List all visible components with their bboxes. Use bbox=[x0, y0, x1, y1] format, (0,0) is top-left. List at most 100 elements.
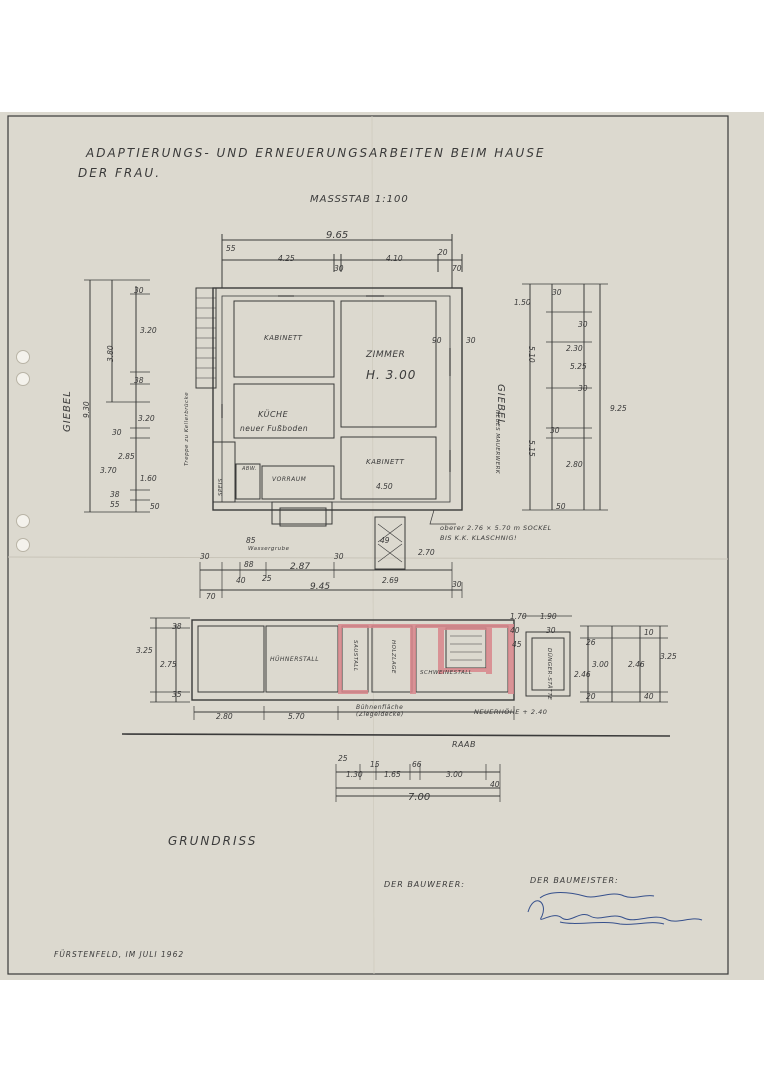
dim-right-525: 5.25 bbox=[570, 362, 587, 371]
giebel-left: GIEBEL bbox=[62, 390, 73, 432]
dim-bot-49: 49 bbox=[380, 536, 390, 545]
road-line bbox=[121, 733, 671, 737]
room-label-holzlage: HOLZLAGE bbox=[390, 640, 396, 674]
dim-left-320b: 3.20 bbox=[138, 414, 155, 423]
punch-hole bbox=[16, 372, 30, 386]
dim-left-320: 3.20 bbox=[140, 326, 157, 335]
room-speis bbox=[235, 463, 261, 500]
dim-right-30b: 30 bbox=[578, 320, 588, 329]
punch-hole bbox=[16, 538, 30, 552]
dim-bot-270: 2.70 bbox=[418, 548, 435, 557]
title-line-2: DER FRAU. bbox=[78, 166, 162, 180]
room-vorraum bbox=[261, 465, 335, 500]
entrance-note: Wassergrube bbox=[248, 546, 290, 552]
dim-top-right-a: 20 bbox=[438, 248, 448, 257]
dim-bot-945: 9.45 bbox=[310, 582, 331, 592]
dim-st-left-325: 3.25 bbox=[136, 646, 153, 655]
sockel-note-2: BIS K.K. KLASCHNIG! bbox=[440, 534, 518, 542]
dim-ll-700: 7.00 bbox=[408, 792, 431, 803]
dim-st-r-20: 20 bbox=[586, 692, 596, 701]
dim-ll-130: 1.30 bbox=[346, 770, 363, 779]
duengerstaette bbox=[525, 631, 571, 697]
dim-ll-40: 40 bbox=[490, 780, 500, 789]
dim-left-370: 3.70 bbox=[100, 466, 117, 475]
room-kabinett-1 bbox=[233, 300, 335, 378]
dim-st-r-325: 3.25 bbox=[660, 652, 677, 661]
dim-top-gap: 30 bbox=[334, 264, 344, 273]
dim-st-r-10: 10 bbox=[644, 628, 654, 637]
dim-left-upper: 3.80 bbox=[106, 345, 115, 362]
dim-ll-15: 15 bbox=[370, 760, 380, 769]
dim-st-r-26: 26 bbox=[586, 638, 596, 647]
dim-st-280: 2.80 bbox=[216, 712, 233, 721]
master-builder-label: DER BAUMEISTER: bbox=[530, 876, 619, 885]
scale-label: MASSSTAB 1:100 bbox=[310, 194, 409, 205]
dim-ll-66: 66 bbox=[412, 760, 422, 769]
dim-right-30c: 30 bbox=[578, 384, 588, 393]
dim-bot-70: 70 bbox=[206, 592, 216, 601]
kueche-note: neuer Fußboden bbox=[240, 424, 309, 433]
dim-bot-30b: 30 bbox=[334, 552, 344, 561]
dim-left-38: 38 bbox=[134, 376, 144, 385]
dim-right-150: 1.50 bbox=[514, 298, 531, 307]
left-stair-note: Treppe zu Kellerbrücke bbox=[184, 391, 190, 466]
signature-stamp bbox=[527, 892, 703, 925]
room-label-kabinett-2: KABINETT bbox=[366, 458, 405, 466]
room-label-duengerstaette: DÜNGER-STÄTTE bbox=[546, 648, 552, 701]
dim-left-38b: 38 bbox=[110, 490, 120, 499]
dim-bot-30c: 30 bbox=[452, 580, 462, 589]
room-label-huehnerstall: HÜHNERSTALL bbox=[270, 656, 320, 663]
room-label-stall-2: SAUSTALL bbox=[352, 640, 358, 672]
dim-st-left-275: 2.75 bbox=[160, 660, 177, 669]
floor-plan-drawing bbox=[7, 115, 729, 975]
dim-st-r-30: 30 bbox=[546, 626, 556, 635]
sheet-border bbox=[7, 115, 729, 975]
punch-hole bbox=[16, 350, 30, 364]
dim-left-total: 9.30 bbox=[82, 401, 91, 418]
dim-bot-40: 40 bbox=[236, 576, 246, 585]
room-label-zimmer: ZIMMER bbox=[366, 350, 406, 360]
dim-st-r-300: 3.00 bbox=[592, 660, 609, 669]
dim-st-left-35: 35 bbox=[172, 690, 182, 699]
sockel-note: oberer 2.76 × 5.70 m SOCKEL bbox=[440, 524, 552, 532]
dim-st-570: 5.70 bbox=[288, 712, 305, 721]
builder-label: DER BAUWERER: bbox=[384, 880, 465, 889]
dim-st-r-45: 45 bbox=[512, 640, 522, 649]
dim-left-285: 2.85 bbox=[118, 452, 135, 461]
room-label-abort: ABW. bbox=[242, 466, 257, 472]
dim-top-total: 9.65 bbox=[326, 230, 349, 241]
dim-st-r-246: 2.46 bbox=[574, 670, 591, 679]
room-kueche bbox=[233, 383, 335, 439]
dim-right-510: 5.10 bbox=[527, 346, 536, 363]
dim-left-55: 55 bbox=[110, 500, 120, 509]
dim-bot-287: 2.87 bbox=[290, 562, 311, 572]
dim-right-515: 5.15 bbox=[527, 440, 536, 457]
dim-bot-30: 30 bbox=[200, 552, 210, 561]
dim-top-a: 4.25 bbox=[278, 254, 295, 263]
dim-right-280: 2.80 bbox=[566, 460, 583, 469]
house-outline bbox=[212, 287, 463, 511]
new-wall-hatch bbox=[338, 624, 514, 694]
title-line-1: ADAPTIERUNGS- UND ERNEUERUNGSARBEITEN BE… bbox=[86, 146, 546, 160]
right-wall-note: NEUES MAUERWERK bbox=[494, 410, 500, 475]
dim-left-160: 1.60 bbox=[140, 474, 157, 483]
dim-top-b: 4.10 bbox=[386, 254, 403, 263]
room-label-schweinestall: SCHWEINESTALL bbox=[420, 670, 473, 676]
dim-bot-269: 2.69 bbox=[382, 576, 399, 585]
room-label-speis: SPEIS bbox=[218, 478, 224, 496]
dim-st-r-40b: 40 bbox=[644, 692, 654, 701]
punch-hole bbox=[16, 514, 30, 528]
dim-left-30b: 30 bbox=[112, 428, 122, 437]
dim-bot-88: 88 bbox=[244, 560, 254, 569]
dim-st-r-190: 1.90 bbox=[540, 612, 557, 621]
room-kabinett-2 bbox=[340, 436, 437, 500]
room-label-vorraum: VORRAUM bbox=[272, 476, 307, 483]
dim-inner-90: 90 bbox=[432, 336, 442, 345]
dim-st-r-170: 1.70 bbox=[510, 612, 527, 621]
dim-ll-300: 3.00 bbox=[446, 770, 463, 779]
plan-label: GRUNDRISS bbox=[168, 834, 258, 848]
room-label-kabinett-1: KABINETT bbox=[264, 334, 303, 342]
dim-right-50: 50 bbox=[556, 502, 566, 511]
dim-st-r-246b: 2.46 bbox=[628, 660, 645, 669]
dim-right-30d: 30 bbox=[550, 426, 560, 435]
